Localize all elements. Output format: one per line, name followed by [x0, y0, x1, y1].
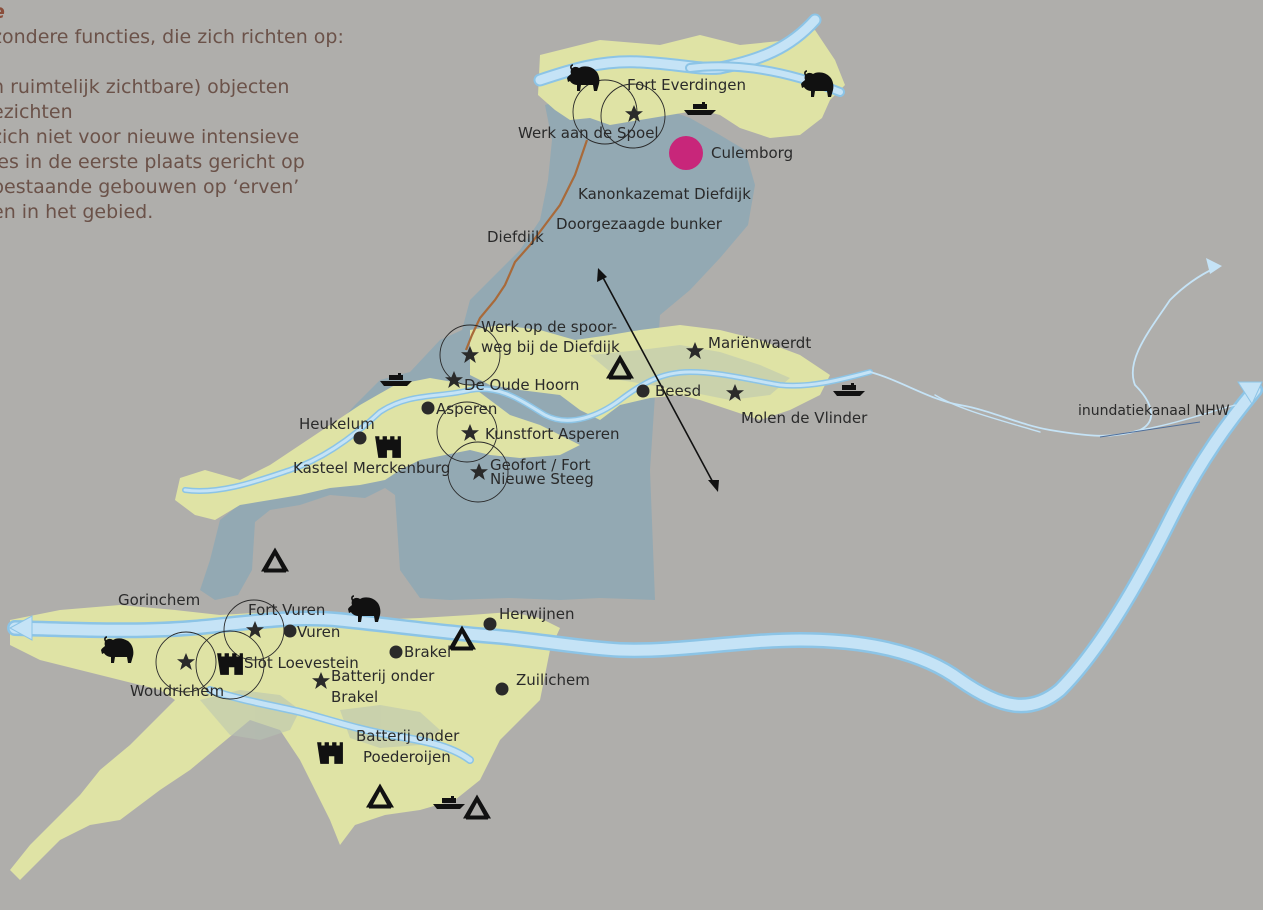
- label-fort-vuren[interactable]: Fort Vuren: [248, 601, 325, 619]
- label-zuilichem[interactable]: Zuilichem: [516, 671, 590, 689]
- intro-line: en in het gebied.: [0, 201, 154, 223]
- label-fort-everdingen[interactable]: Fort Everdingen: [627, 76, 746, 94]
- label-culemborg[interactable]: Culemborg: [711, 144, 793, 162]
- fort-circles: [155, 79, 666, 700]
- label-vuren[interactable]: Vuren: [297, 623, 340, 641]
- label-batterij-brakel-2[interactable]: Brakel: [331, 688, 378, 706]
- label-kunstfort-asperen[interactable]: Kunstfort Asperen: [485, 425, 619, 443]
- map-labels: Fort Everdingen Werk aan de Spoel Culemb…: [118, 76, 1230, 766]
- label-brakel[interactable]: Brakel: [404, 643, 451, 661]
- sight-line-arrow: [597, 268, 719, 492]
- diefdijk-line: [464, 139, 589, 351]
- label-diefdijk[interactable]: Diefdijk: [487, 228, 544, 246]
- label-herwijnen[interactable]: Herwijnen: [499, 605, 575, 623]
- tent-icon[interactable]: [463, 794, 491, 820]
- label-slot-loevestein[interactable]: Slot Loevestein: [244, 654, 359, 672]
- intro-line: ies in de eerste plaats gericht op: [0, 151, 305, 173]
- label-inundatiekanaal[interactable]: inundatiekanaal NHW: [1078, 403, 1230, 419]
- label-asperen[interactable]: Asperen: [436, 400, 497, 418]
- boat-icon[interactable]: [833, 383, 865, 396]
- label-molen-de-vlinder[interactable]: Molen de Vlinder: [741, 409, 868, 427]
- intro-line: ezichten: [0, 101, 73, 123]
- river-arrow-east: [1237, 381, 1263, 406]
- label-doorgezaagde-bunker[interactable]: Doorgezaagde bunker: [556, 215, 723, 233]
- label-heukelum[interactable]: Heukelum: [299, 415, 375, 433]
- label-geofort-2[interactable]: Nieuwe Steeg: [490, 470, 594, 488]
- intro-heading: e: [0, 0, 412, 25]
- intro-line: bestaande gebouwen op ‘erven’: [0, 176, 300, 198]
- label-kasteel-merckenburg[interactable]: Kasteel Merckenburg: [293, 459, 450, 477]
- intro-text: e zondere functies, die zich richten op:…: [0, 0, 412, 225]
- intro-line: n ruimtelijk zichtbare) objecten: [0, 76, 290, 98]
- inundatiekanaal-leader: [1099, 421, 1201, 438]
- intro-line: zich niet voor nieuwe intensieve: [0, 126, 300, 148]
- stream-arrow-east: [1206, 258, 1222, 274]
- label-kanonkazemat[interactable]: Kanonkazemat Diefdijk: [578, 185, 751, 203]
- intro-line: zondere functies, die zich richten op:: [0, 26, 344, 48]
- label-geofort-1[interactable]: Geofort / Fort: [490, 456, 591, 474]
- label-batterij-brakel-1[interactable]: Batterij onder: [331, 667, 435, 685]
- label-de-oude-hoorn[interactable]: De Oude Hoorn: [464, 376, 579, 394]
- label-batterij-poederoijen-1[interactable]: Batterij onder: [356, 727, 460, 745]
- culemborg-marker[interactable]: [669, 136, 703, 170]
- label-werk-aan-de-spoel[interactable]: Werk aan de Spoel: [518, 124, 659, 142]
- label-werk-spoorweg-1[interactable]: Werk op de spoor-: [481, 318, 617, 336]
- label-gorinchem[interactable]: Gorinchem: [118, 591, 200, 609]
- label-batterij-poederoijen-2[interactable]: Poederoijen: [363, 748, 451, 766]
- tent-icon[interactable]: [261, 547, 289, 573]
- town-dots: [283, 384, 650, 696]
- label-beesd[interactable]: Beesd: [655, 382, 701, 400]
- label-marienwaerdt[interactable]: Mariënwaerdt: [708, 334, 811, 352]
- river-arrow-west: [8, 615, 33, 641]
- rivers: [7, 13, 1263, 764]
- label-werk-spoorweg-2[interactable]: weg bij de Diefdijk: [481, 338, 620, 356]
- label-woudrichem[interactable]: Woudrichem: [130, 682, 224, 700]
